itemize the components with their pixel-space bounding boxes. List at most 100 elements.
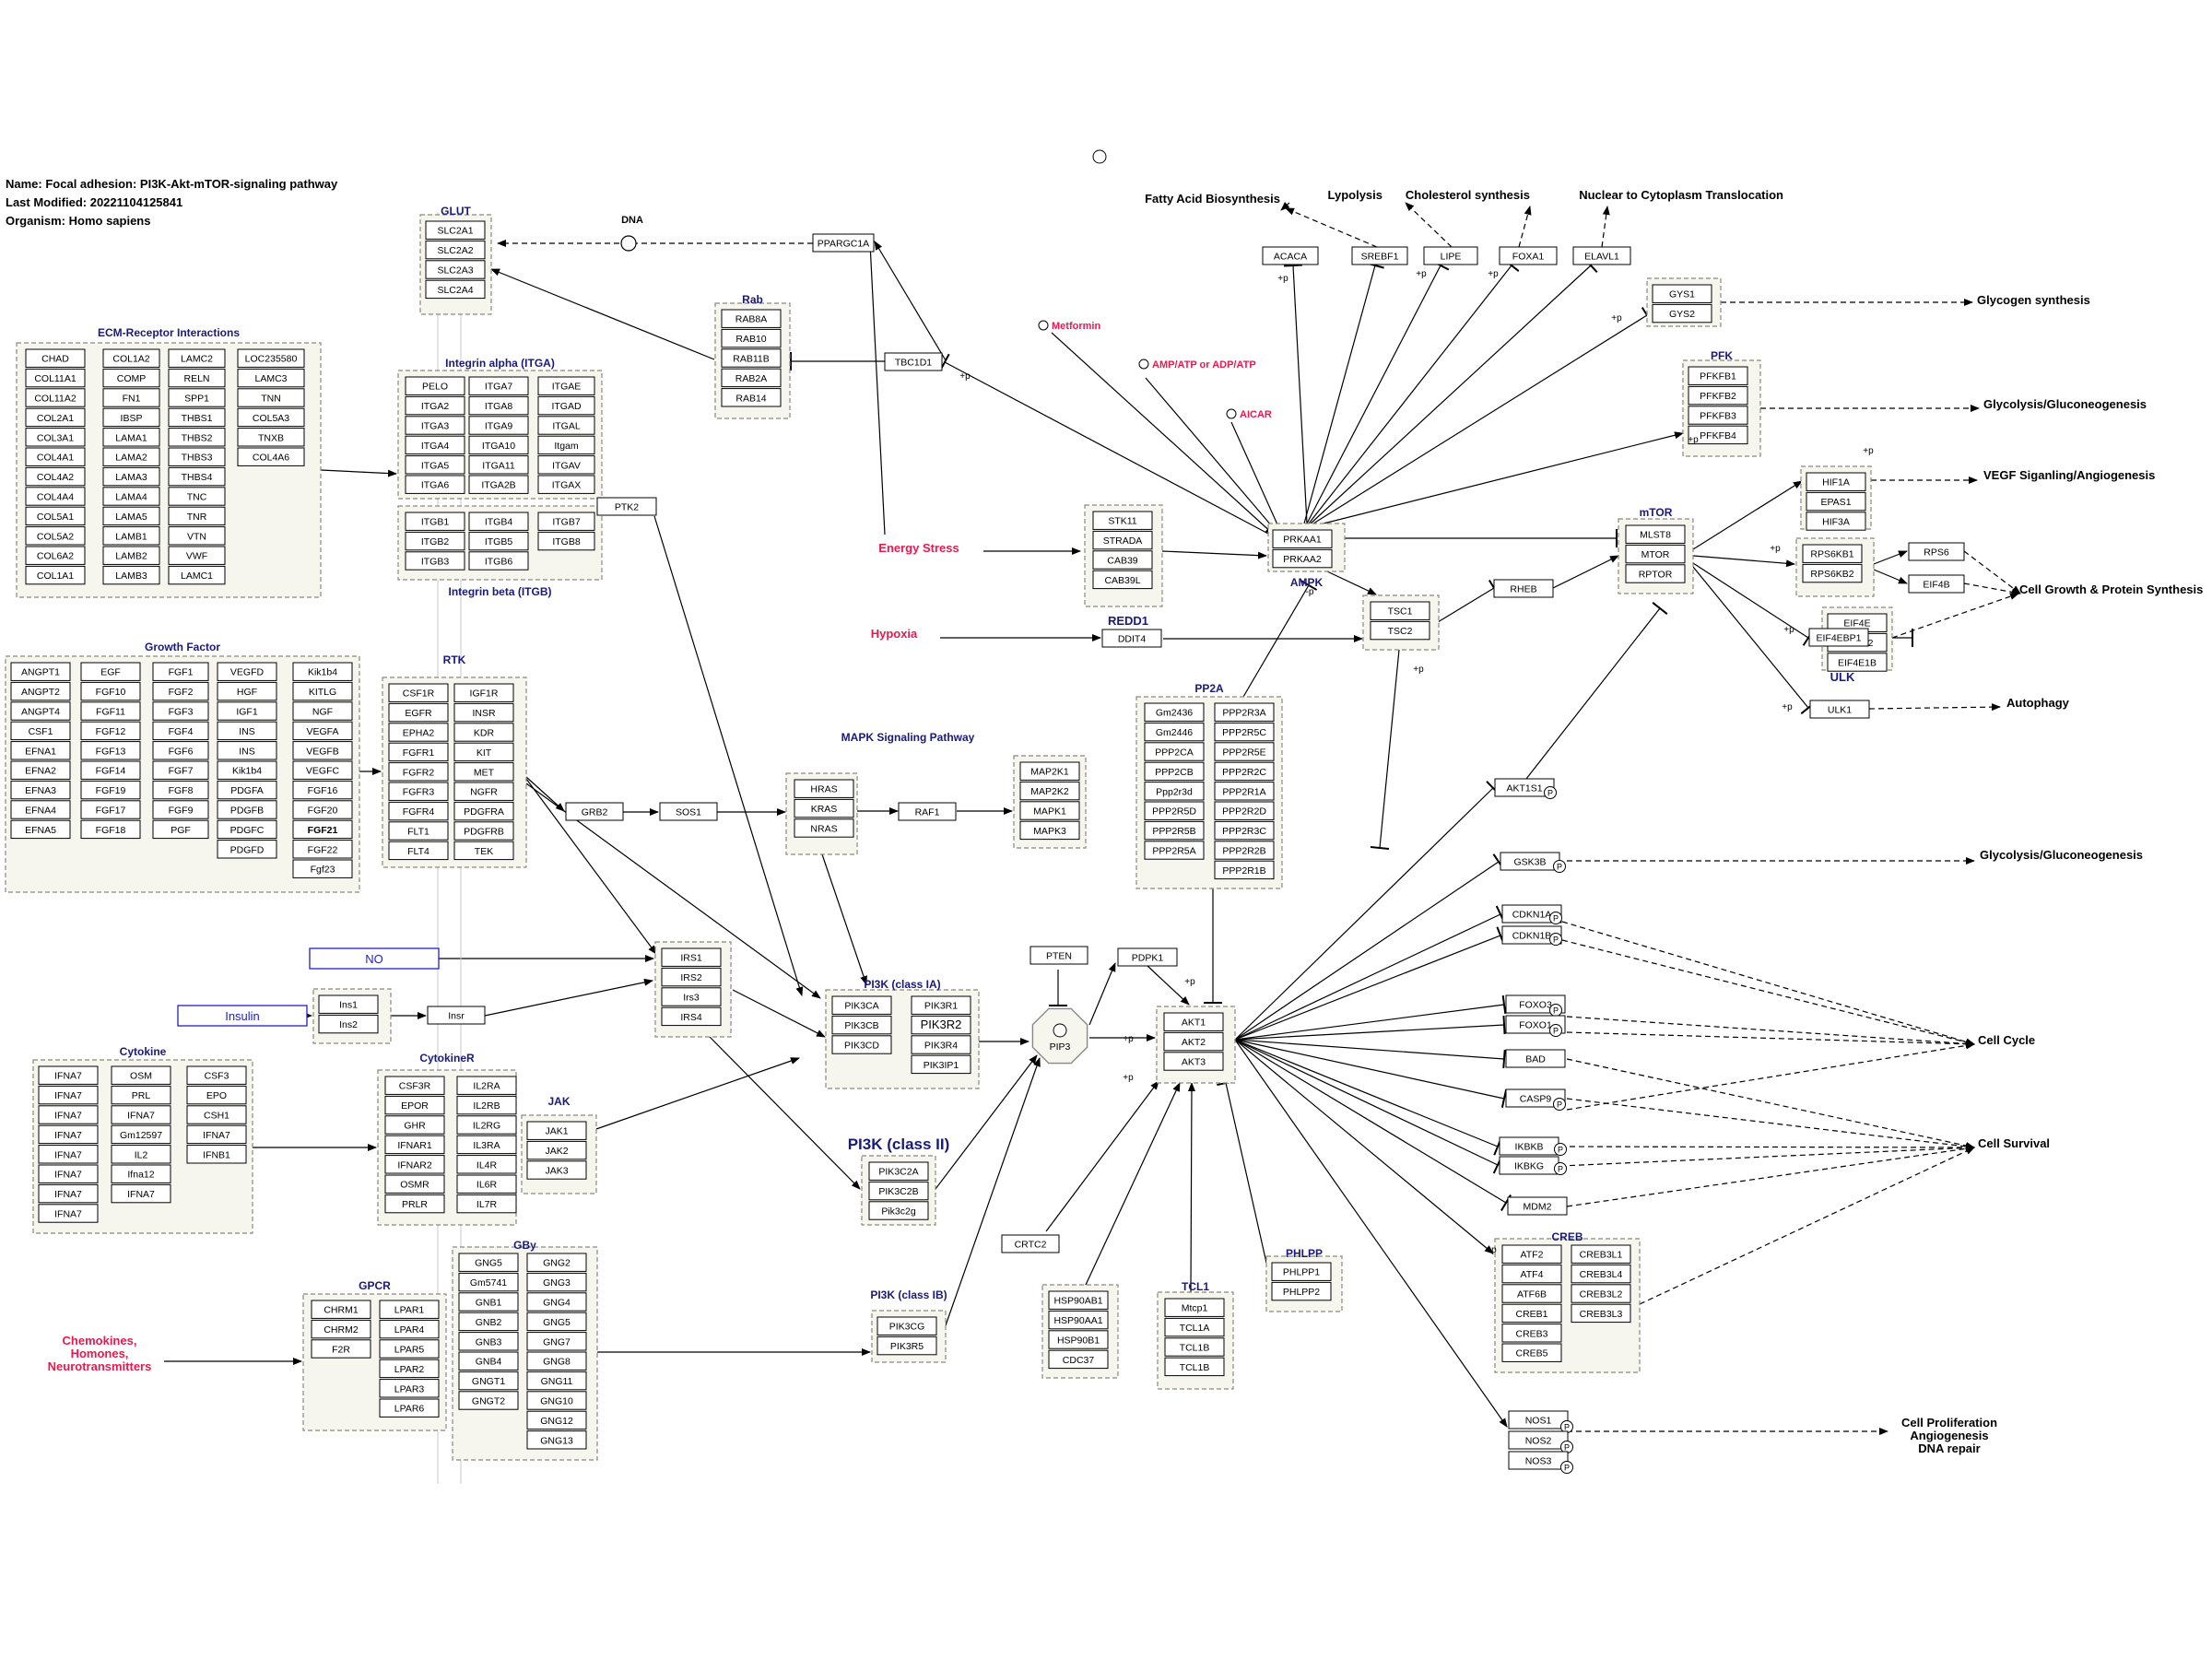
outcome-glycogen-synthesis: Glycogen synthesis: [1977, 293, 2090, 307]
gene-il4r-box: [456, 1155, 517, 1174]
gene-itga5: ITGA5: [405, 455, 465, 475]
gene-sos1-box: [659, 802, 718, 821]
gene-fgf6: FGF6: [152, 741, 209, 760]
gene-fgf6-label: FGF6: [169, 746, 194, 757]
gene-pik3r1-label: PIK3R1: [924, 1001, 958, 1012]
gene-creb3l2-label: CREB3L2: [1580, 1289, 1623, 1300]
gene-pdgfra-box: [453, 801, 514, 821]
gene-eif4b-box: [1908, 574, 1965, 594]
gene-ifna7-label: IFNA7: [127, 1189, 155, 1200]
gene-thbs2-box: [168, 428, 226, 447]
gene-akt2-label: AKT2: [1182, 1037, 1206, 1048]
gene-fgf20-label: FGF20: [308, 806, 338, 817]
gene-fgf19: FGF19: [80, 780, 141, 800]
organism: Organism: Homo sapiens: [6, 214, 151, 228]
gene-ikbkb-label: IKBKB: [1515, 1142, 1544, 1153]
edge-akt-target-12: [1234, 1039, 1508, 1428]
gene-itgb4: ITGB4: [468, 512, 529, 531]
gene-egfr-box: [388, 702, 449, 723]
gene-csf3r: CSF3R: [384, 1076, 445, 1095]
edge-ampk-tbc1d1: [939, 353, 1269, 535]
gene-gng3: GNG3: [526, 1272, 587, 1292]
gene-gng3-label: GNG3: [543, 1277, 571, 1288]
edge-akt-target-5: [1234, 1015, 1506, 1041]
gene-itga2-box: [405, 395, 465, 416]
gene-crtc2-label: CRTC2: [1015, 1240, 1047, 1251]
gene-fgfr1-label: FGFR1: [403, 747, 435, 759]
gene-fgf10-label: FGF10: [96, 687, 126, 698]
gene-mdm2-label: MDM2: [1524, 1202, 1552, 1213]
gene-itgb4-box: [468, 512, 529, 531]
gene-col4a4-label: COL4A4: [37, 492, 74, 503]
gene-chad-label: CHAD: [41, 354, 69, 365]
edge-akt-target-8: [1234, 1039, 1502, 1156]
gene-ghr-label: GHR: [404, 1121, 426, 1132]
gene-epas1: EPAS1: [1806, 491, 1866, 512]
gene-pik3cg: PIK3CG: [877, 1316, 937, 1335]
gene-fgf18-box: [80, 819, 141, 840]
gene-ppp2r5b-label: PPP2R5B: [1152, 826, 1195, 837]
edge-stk11-ampk: [1161, 550, 1267, 559]
gene-srebf1: SREBF1: [1351, 246, 1408, 265]
gene-pelo: PELO: [405, 376, 465, 395]
gene-col4a4: COL4A4: [25, 487, 86, 506]
outcome-glycolysis-gluconeogenesis: Glycolysis/Gluconeogenesis: [1983, 397, 2147, 411]
gene-tcl1a: TCL1A: [1164, 1317, 1225, 1337]
gene-pdgfd: PDGFD: [217, 840, 277, 859]
group-jak-title: JAK: [547, 1095, 570, 1108]
gene-tsc2-box: [1370, 620, 1430, 641]
gene-itga6-box: [405, 475, 465, 494]
last-modified: Last Modified: 20221104125841: [6, 195, 183, 209]
group-gby: GByGNG5Gm5741GNB1GNB2GNB3GNB4GNGT1GNGT2G…: [452, 1239, 598, 1461]
gene-atf2-box: [1501, 1244, 1562, 1264]
gene-bad-box: [1505, 1049, 1566, 1068]
gene-ifna7: IFNA7: [38, 1085, 99, 1105]
gene-ins2-box: [318, 1014, 379, 1034]
gene-lamb1-label: LAMB1: [115, 531, 147, 542]
gene-ppp2r3d-label: Ppp2r3d: [1156, 786, 1193, 797]
gene-fgfr3-box: [388, 782, 449, 801]
gene-lipe-box: [1423, 246, 1478, 265]
phospho-badge-label: P: [1553, 1006, 1559, 1016]
outcome-autophagy: Autophagy: [2006, 696, 2070, 710]
gene-hsp90aa1-label: HSP90AA1: [1053, 1315, 1102, 1326]
dephosphorylation-label: -p: [1306, 587, 1314, 597]
gene-epor: EPOR: [384, 1095, 445, 1115]
gene-cab39-label: CAB39: [1107, 556, 1137, 567]
gene-ifna7: IFNA7: [186, 1124, 247, 1145]
gene-itgb6: ITGB6: [468, 551, 529, 571]
gene-itga7: ITGA7: [468, 376, 529, 395]
phosphorylation-label: +p: [1783, 625, 1794, 635]
gene-map2k2-label: MAP2K2: [1030, 786, 1069, 797]
gene-col2a1-label: COL2A1: [37, 413, 74, 424]
edge-ampk-foxa1: [1308, 259, 1520, 524]
group-integrin-beta-itgb-title: Integrin beta (ITGB): [449, 585, 552, 598]
gene-hsp90aa1: HSP90AA1: [1048, 1310, 1109, 1330]
gene-csf1r-label: CSF1R: [403, 688, 435, 700]
gene-map2k1: MAP2K1: [1019, 761, 1080, 781]
gene-pelo-box: [405, 376, 465, 395]
gene-stk11-box: [1092, 511, 1153, 530]
gene-itgb6-label: ITGB6: [485, 557, 513, 568]
gene-pik3r5: PIK3R5: [877, 1335, 937, 1356]
gene-angpt4-label: ANGPT4: [21, 707, 60, 718]
gene-rps6kb1: RPS6KB1: [1802, 544, 1863, 563]
gene-kdr: KDR: [453, 723, 514, 742]
gene-insr-label: INSR: [472, 708, 496, 719]
gene-nos3-label: NOS3: [1525, 1456, 1552, 1467]
gene-efna2-box: [10, 760, 71, 780]
gene-col11a2-label: COL11A2: [34, 394, 76, 405]
edge-rheb-mtor: [1552, 555, 1619, 589]
gene-foxo1-label: FOXO1: [1519, 1020, 1552, 1031]
gene-fgf23: Fgf23: [292, 859, 353, 878]
gene-gng12-label: GNG12: [540, 1416, 573, 1427]
gene-pik3cd: PIK3CD: [831, 1035, 892, 1054]
gene-col5a1: COL5A1: [25, 506, 86, 526]
gene-tcl1b-label: TCL1B: [1180, 1343, 1210, 1354]
gene-tek-label: TEK: [475, 846, 493, 857]
gene-nos1: NOS1: [1508, 1410, 1569, 1430]
gene-ppp2cb-box: [1144, 761, 1205, 782]
